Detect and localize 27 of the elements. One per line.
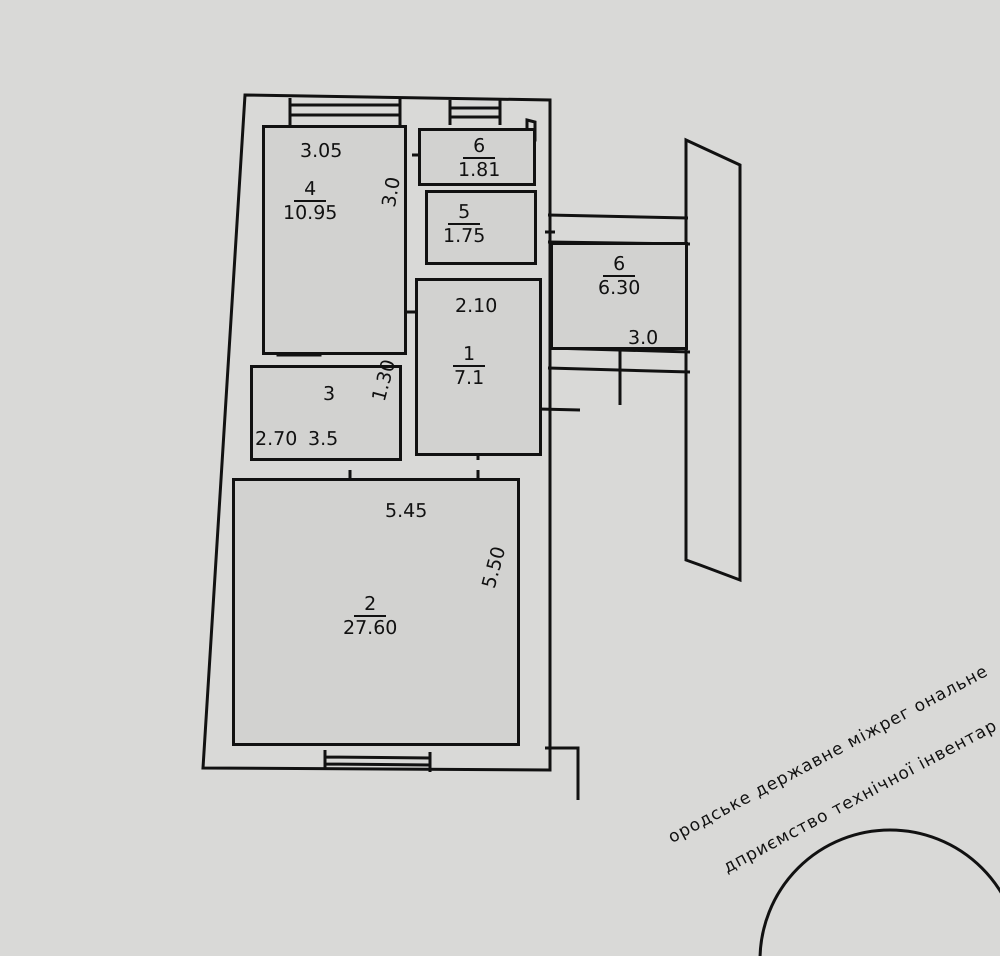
- bedroom: [262, 125, 407, 355]
- hallway: [415, 278, 542, 456]
- dimension-label: 3.05: [300, 140, 342, 162]
- dimension-label: 3.5: [308, 428, 338, 450]
- room-number: 6: [463, 135, 496, 159]
- room-area: 1.75: [443, 225, 486, 247]
- room-area: 1.81: [458, 159, 500, 181]
- room-number: 3: [323, 383, 336, 405]
- dimension-label: 3.0: [628, 327, 658, 349]
- balcony: [550, 242, 688, 350]
- bathroom: [425, 190, 537, 265]
- dimension-label: 5.45: [385, 500, 428, 522]
- dimension-label: 2.70: [255, 428, 298, 450]
- room-number: 5: [448, 201, 480, 225]
- room-area: 7.1: [454, 367, 484, 389]
- room-number: 1: [453, 343, 486, 367]
- living-room: [232, 478, 520, 746]
- toilet: [418, 128, 536, 186]
- room-area: 6.30: [598, 277, 640, 299]
- room-number: 6: [603, 253, 636, 277]
- dimension-label: 2.10: [455, 295, 498, 317]
- room-area: 10.95: [283, 202, 338, 224]
- dimension-label: 5.50: [478, 544, 510, 591]
- dimension-label: 3.0: [378, 175, 405, 209]
- room-number: 4: [294, 178, 326, 202]
- room-area: 27.60: [343, 617, 398, 639]
- room-number: 2: [354, 593, 386, 617]
